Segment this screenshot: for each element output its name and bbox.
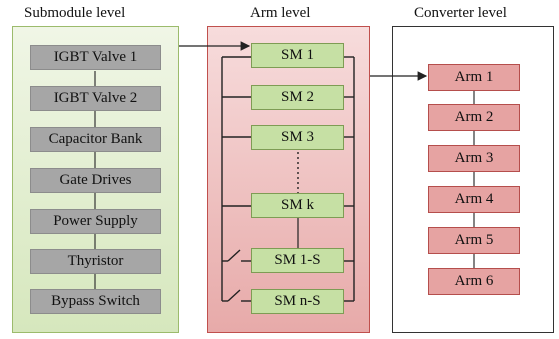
- arm-level-panel: [207, 26, 370, 333]
- sm-box: SM 3: [251, 125, 344, 150]
- sm-box: SM 2: [251, 85, 344, 110]
- arm-box: Arm 3: [428, 145, 520, 172]
- submodule-item: IGBT Valve 1: [30, 45, 161, 70]
- sm-box: SM n-S: [251, 289, 344, 314]
- submodule-item: Gate Drives: [30, 168, 161, 193]
- arm-box: Arm 6: [428, 268, 520, 295]
- submodule-item: Bypass Switch: [30, 289, 161, 314]
- arm-box: Arm 4: [428, 186, 520, 213]
- sm-box: SM 1-S: [251, 248, 344, 273]
- arm-box: Arm 1: [428, 64, 520, 91]
- sm-box: SM k: [251, 193, 344, 218]
- submodule-item: Thyristor: [30, 249, 161, 274]
- arm-box: Arm 5: [428, 227, 520, 254]
- submodule-item: Capacitor Bank: [30, 127, 161, 152]
- sm-box: SM 1: [251, 43, 344, 68]
- submodule-item: IGBT Valve 2: [30, 86, 161, 111]
- arm-wiring: [221, 56, 355, 302]
- submodule-item: Power Supply: [30, 209, 161, 234]
- converter-level-title: Converter level: [414, 5, 507, 21]
- arm-box: Arm 2: [428, 104, 520, 131]
- arm-level-title: Arm level: [250, 5, 311, 21]
- submodule-level-title: Submodule level: [24, 5, 126, 21]
